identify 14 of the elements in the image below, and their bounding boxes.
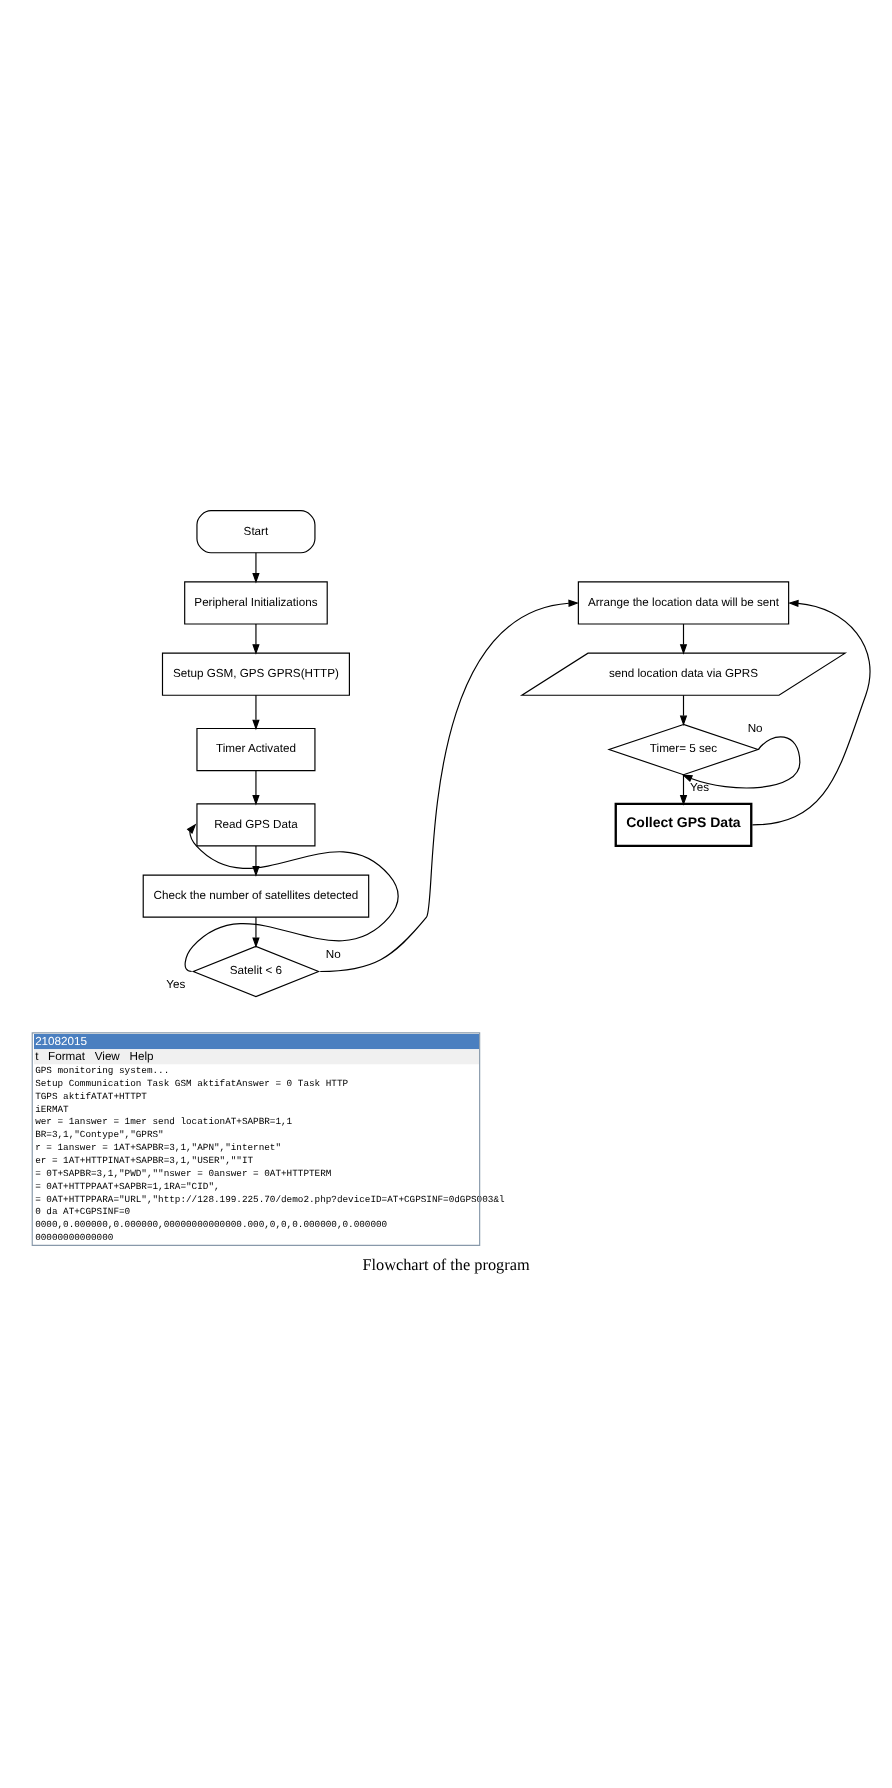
- arrow: [679, 693, 688, 726]
- arrow: [252, 551, 260, 583]
- caption: Flowchart of the program: [362, 1255, 530, 1274]
- arrow: [319, 598, 579, 972]
- arrow: [679, 622, 688, 654]
- arrow: [252, 693, 260, 730]
- arrow: [751, 598, 871, 825]
- arrow: [252, 844, 260, 876]
- arrow: [252, 769, 260, 805]
- arrow: [184, 822, 399, 972]
- arrow: [252, 915, 260, 948]
- arrow: [681, 735, 801, 788]
- arrow: [252, 622, 260, 654]
- arrow: [679, 773, 688, 805]
